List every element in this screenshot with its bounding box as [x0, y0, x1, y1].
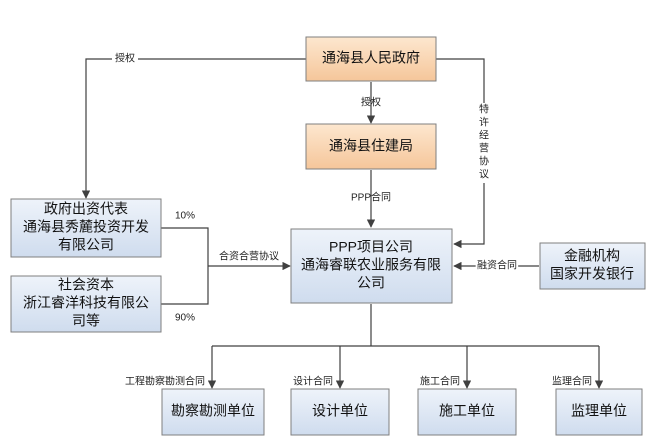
label-auth-left: 授权: [115, 52, 135, 65]
svg-text:国家开发银行: 国家开发银行: [550, 266, 634, 282]
label-supervise-contract: 监理合同: [552, 375, 592, 388]
edge-gov-rep: [81, 58, 306, 199]
label-finance-contract: 融资合同: [477, 259, 517, 272]
svg-text:有限公司: 有限公司: [58, 237, 114, 253]
node-finance: 金融机构 国家开发银行: [539, 242, 646, 290]
svg-text:PPP项目公司: PPP项目公司: [329, 239, 413, 255]
svg-text:司等: 司等: [72, 313, 100, 329]
label-ppp-contract: PPP合同: [351, 191, 391, 204]
svg-text:金融机构: 金融机构: [564, 248, 620, 264]
label-franchise: 特 许 经 营 协 议: [477, 103, 491, 183]
node-gov: 通海县人民政府: [305, 36, 437, 82]
svg-text:施工单位: 施工单位: [439, 403, 495, 419]
label-share-social: 90%: [175, 313, 195, 324]
svg-text:浙江睿洋科技有限公: 浙江睿洋科技有限公: [23, 295, 149, 311]
node-ppp: PPP项目公司 通海睿联农业服务有限 公司: [290, 228, 453, 304]
node-housing: 通海县住建局: [305, 123, 437, 170]
svg-text:营: 营: [479, 142, 489, 155]
svg-text:政府出资代表: 政府出资代表: [44, 201, 128, 217]
node-housing-label: 通海县住建局: [329, 138, 413, 154]
svg-text:通海睿联农业服务有限: 通海睿联农业服务有限: [301, 257, 441, 273]
svg-text:勘察勘测单位: 勘察勘测单位: [171, 403, 255, 419]
svg-text:经: 经: [479, 129, 489, 142]
label-construct-contract: 施工合同: [420, 375, 460, 388]
node-rep: 政府出资代表 通海县秀麓投资开发 有限公司: [10, 198, 162, 258]
label-design-contract: 设计合同: [293, 375, 333, 388]
node-social: 社会资本 浙江睿洋科技有限公 司等: [10, 275, 162, 333]
svg-text:议: 议: [479, 169, 489, 181]
svg-text:公司: 公司: [357, 275, 385, 291]
edge-rep-bracket: [161, 227, 209, 305]
svg-text:通海县秀麓投资开发: 通海县秀麓投资开发: [23, 219, 149, 235]
svg-text:社会资本: 社会资本: [58, 277, 114, 293]
label-auth-center: 授权: [361, 96, 381, 109]
node-construct: 施工单位: [417, 388, 517, 436]
label-jv-agreement: 合资合营协议: [219, 250, 279, 263]
label-survey-contract: 工程勘察勘测合同: [125, 375, 205, 388]
edge-gov-ppp: [436, 58, 485, 249]
node-survey: 勘察勘测单位: [161, 388, 265, 436]
svg-text:许: 许: [479, 117, 489, 129]
svg-text:设计单位: 设计单位: [312, 403, 368, 419]
label-share-rep: 10%: [175, 211, 195, 222]
node-design: 设计单位: [290, 388, 390, 436]
node-gov-label: 通海县人民政府: [322, 50, 420, 66]
node-supervise: 监理单位: [555, 388, 643, 436]
svg-text:协: 协: [479, 155, 489, 168]
svg-text:特: 特: [479, 104, 489, 116]
svg-text:监理单位: 监理单位: [571, 403, 627, 419]
